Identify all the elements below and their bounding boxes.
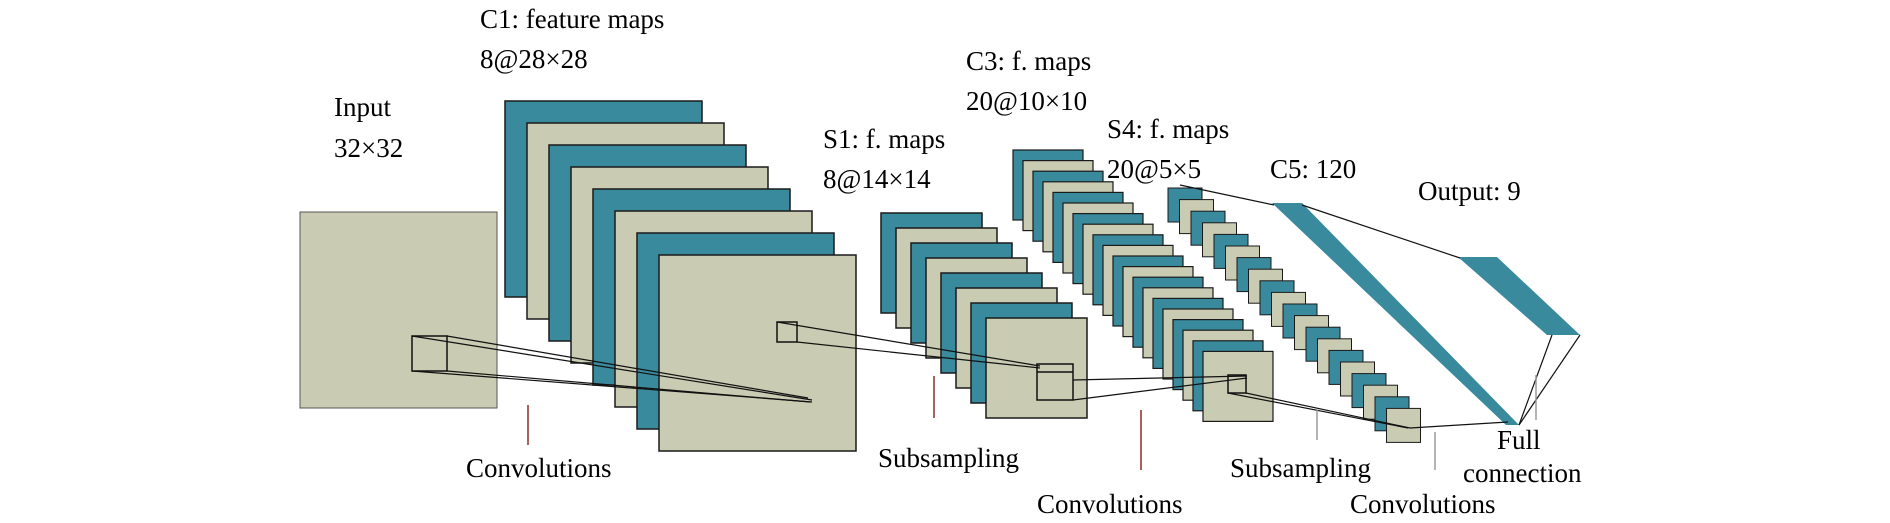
conv3-label: Convolutions: [1350, 489, 1496, 519]
s4-label: S4: f. maps: [1107, 114, 1229, 144]
subsampling1-label: Subsampling: [878, 443, 1019, 473]
input-label: Input: [334, 92, 391, 122]
operation-labels: Convolutions Subsampling Convolutions Su…: [466, 425, 1582, 519]
c1-label: C1: feature maps: [480, 4, 664, 34]
s1-receptive-field: [1036, 363, 1074, 401]
c3-label: C3: f. maps: [966, 46, 1091, 76]
input-map: [299, 211, 498, 409]
c1-receptive-field: [776, 321, 798, 343]
output-layer-bar: [1458, 257, 1580, 335]
operation-ticks: [527, 375, 1537, 470]
c1-size-label: 8@28×28: [480, 44, 588, 74]
input-layer: [299, 211, 498, 409]
full-connection-label-line2: connection: [1463, 458, 1582, 488]
c3-size-label: 20@10×10: [966, 86, 1087, 116]
s4-size-label: 20@5×5: [1107, 154, 1201, 184]
input-receptive-field: [411, 335, 448, 372]
subsampling2-label: Subsampling: [1230, 453, 1371, 483]
s4-feature-maps-stack: [1167, 187, 1421, 443]
c1-map-8: [658, 254, 857, 452]
layer-labels: Input 32×32 C1: feature maps 8@28×28 S1:…: [334, 4, 1521, 206]
full-connection-label-line1: Full: [1497, 425, 1541, 455]
s1-label: S1: f. maps: [823, 124, 945, 154]
c5-layer-bar: [1272, 203, 1519, 425]
input-size-label: 32×32: [334, 133, 403, 163]
s1-size-label: 8@14×14: [823, 164, 931, 194]
c3-map-20: [1202, 350, 1274, 422]
c5-label: C5: 120: [1270, 154, 1356, 184]
c3-receptive-field: [1227, 374, 1247, 394]
receptive-field-windows: [776, 321, 1247, 401]
conv1-label: Convolutions: [466, 453, 612, 483]
output-label: Output: 9: [1418, 176, 1521, 206]
connection-lines: [411, 184, 1581, 429]
conv2-label: Convolutions: [1037, 489, 1183, 519]
s1-feature-maps-stack: [880, 212, 1088, 419]
